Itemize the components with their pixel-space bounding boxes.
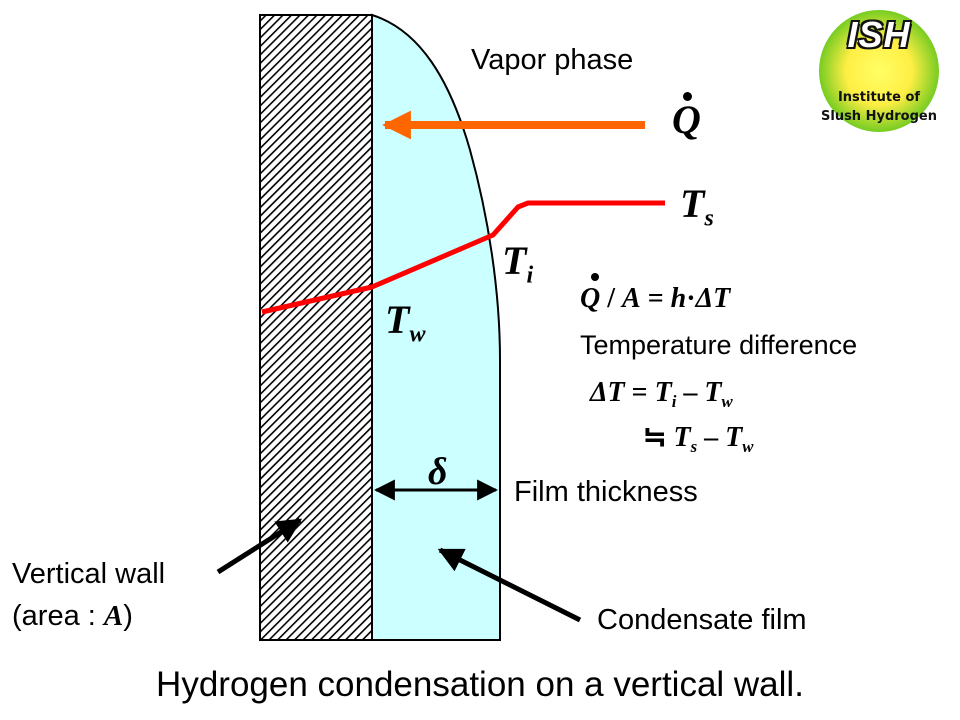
eq2-t1: T xyxy=(654,377,672,408)
area-close: ) xyxy=(123,600,133,632)
eq3-t2: T xyxy=(725,422,743,453)
ts-T: T xyxy=(680,181,705,226)
eq3-s2: w xyxy=(742,436,754,456)
film-thickness-symbol: δ xyxy=(428,451,448,493)
temperature-tw-label: Tw xyxy=(385,296,425,348)
eq2-t2: T xyxy=(704,377,722,408)
eq1-slash: / xyxy=(600,283,623,314)
temperature-ts-label: Ts xyxy=(680,180,714,232)
equation-delta-t: ΔT = Ti – Tw xyxy=(590,377,733,412)
equation-approx: ≒ Ts – Tw xyxy=(643,420,753,457)
ish-logo: ISH Institute of Slush Hydrogen xyxy=(817,8,941,134)
vertical-wall xyxy=(259,14,373,641)
vertical-wall-area-label: (area : A) xyxy=(12,600,133,633)
eq1-eq: = xyxy=(640,283,671,314)
caption: Hydrogen condensation on a vertical wall… xyxy=(156,665,804,704)
ts-sub: s xyxy=(704,205,714,232)
logo-line2: Slush Hydrogen xyxy=(821,109,937,124)
eq1-a: A xyxy=(622,283,641,314)
condensate-film-label: Condensate film xyxy=(597,604,807,636)
condensate-film-pointer xyxy=(437,547,582,623)
eq1-q-dot-mark xyxy=(591,273,599,281)
eq1-dot: · xyxy=(686,283,696,314)
ti-T: T xyxy=(502,238,527,283)
logo-circle xyxy=(819,10,939,132)
vertical-wall-pointer xyxy=(216,517,303,575)
logo-title: ISH xyxy=(847,14,911,55)
eq2-eq: = xyxy=(624,377,655,408)
heat-flux-q: Q xyxy=(672,97,701,142)
logo-line1: Institute of xyxy=(837,90,921,105)
temperature-ti-label: Ti xyxy=(502,237,533,289)
eq3-t1: T xyxy=(673,422,691,453)
vapor-phase-label: Vapor phase xyxy=(471,44,634,76)
area-symbol: A xyxy=(103,600,124,632)
equation-heat-flux: Q / A = h·ΔT xyxy=(580,273,730,315)
tw-sub: w xyxy=(409,321,426,348)
eq2-s1: i xyxy=(671,391,677,411)
eq2-minus: – xyxy=(676,377,705,408)
area-open: (area : xyxy=(12,600,104,632)
tw-T: T xyxy=(385,297,410,342)
eq1-dt: ΔT xyxy=(695,283,731,314)
eq3-s1: s xyxy=(690,436,698,456)
eq3-minus: – xyxy=(697,422,726,453)
eq1-q: Q xyxy=(580,283,601,314)
film-thickness-label: Film thickness xyxy=(514,476,698,508)
q-dot-mark xyxy=(683,92,692,101)
heat-flux-symbol: Q xyxy=(672,92,701,143)
eq2-dt: ΔT xyxy=(590,377,625,408)
eq1-h: h xyxy=(670,283,687,314)
vertical-wall-label: Vertical wall xyxy=(12,558,166,590)
ti-sub: i xyxy=(526,262,534,289)
eq2-s2: w xyxy=(721,391,733,411)
temperature-profile-line xyxy=(261,200,665,315)
eq3-approx: ≒ xyxy=(643,422,674,453)
temperature-difference-label: Temperature difference xyxy=(580,330,858,360)
